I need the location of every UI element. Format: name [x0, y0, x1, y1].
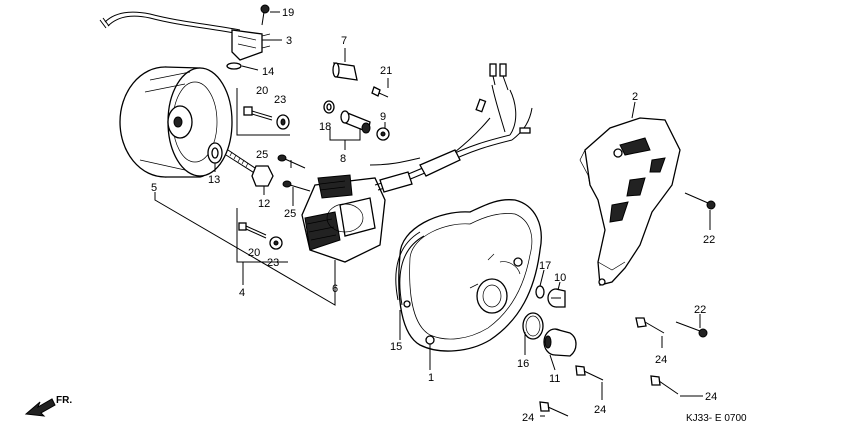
- stator-harness-part: [369, 63, 533, 193]
- flywheel-bolt-12-part: [225, 149, 274, 187]
- callout-7: 7: [341, 35, 347, 47]
- shaft-assembly-8-part: [323, 100, 390, 141]
- pulser-coil-part: [99, 11, 271, 70]
- callout-24-c: 24: [705, 391, 717, 403]
- o-ring-16-part: [522, 312, 544, 340]
- bolt-20-upper-part: [243, 106, 290, 130]
- leader-lines: [154, 11, 711, 417]
- callout-24-a: 24: [655, 354, 667, 366]
- sprocket-cover-part: [579, 117, 681, 286]
- callout-22-upper: 22: [703, 234, 715, 246]
- callout-14: 14: [262, 66, 274, 78]
- callout-6: 6: [332, 283, 338, 295]
- washer-13-part: [207, 142, 223, 164]
- front-direction-label: FR.: [56, 395, 72, 406]
- o-ring-17-part: [535, 285, 545, 299]
- callout-23-upper: 23: [274, 94, 286, 106]
- cap-10-part: [547, 288, 566, 308]
- callout-3: 3: [286, 35, 292, 47]
- bolt-20-lower-part: [238, 222, 283, 250]
- bolt-24-d-part: [539, 401, 569, 417]
- bolt-24-a-part: [635, 317, 665, 334]
- callout-23-lower: 23: [267, 257, 279, 269]
- callout-10: 10: [554, 272, 566, 284]
- bolt-22-lower-part: [675, 321, 708, 338]
- pin-7-part: [332, 62, 358, 81]
- front-direction-arrow: [24, 398, 56, 417]
- callout-2: 2: [632, 91, 638, 103]
- callout-1: 1: [428, 372, 434, 384]
- callout-5: 5: [151, 182, 157, 194]
- gasket-15-part: [395, 231, 425, 306]
- callout-24-d: 24: [522, 412, 534, 424]
- screw-25-lower-part: [282, 180, 311, 192]
- callout-13: 13: [208, 174, 220, 186]
- callout-18: 18: [319, 121, 331, 133]
- callout-25-lower: 25: [284, 208, 296, 220]
- callout-9: 9: [380, 111, 386, 123]
- callout-25-upper: 25: [256, 149, 268, 161]
- callout-20-lower: 20: [248, 247, 260, 259]
- callout-19: 19: [282, 7, 294, 19]
- stator-part: [301, 174, 386, 263]
- callout-16: 16: [517, 358, 529, 370]
- screw-19-part: [260, 4, 270, 26]
- bolt-24-b-part: [575, 365, 604, 381]
- callout-22-lower: 22: [694, 304, 706, 316]
- drawing-code: KJ33- E 0700: [686, 413, 747, 424]
- callout-17: 17: [539, 260, 551, 272]
- bolt-24-c-part: [650, 375, 679, 395]
- callout-4: 4: [239, 287, 245, 299]
- bolt-22-upper-part: [684, 192, 716, 210]
- callout-21: 21: [380, 65, 392, 77]
- callout-11: 11: [549, 373, 560, 385]
- crankcase-cover-part: [398, 199, 542, 352]
- callout-12: 12: [258, 198, 270, 210]
- cap-11-part: [543, 328, 577, 357]
- callout-15: 15: [390, 341, 402, 353]
- callout-20-upper: 20: [256, 85, 268, 97]
- callout-8: 8: [340, 153, 346, 165]
- bolt-21-part: [371, 86, 389, 98]
- screw-25-upper-part: [277, 154, 306, 169]
- callout-24-b: 24: [594, 404, 606, 416]
